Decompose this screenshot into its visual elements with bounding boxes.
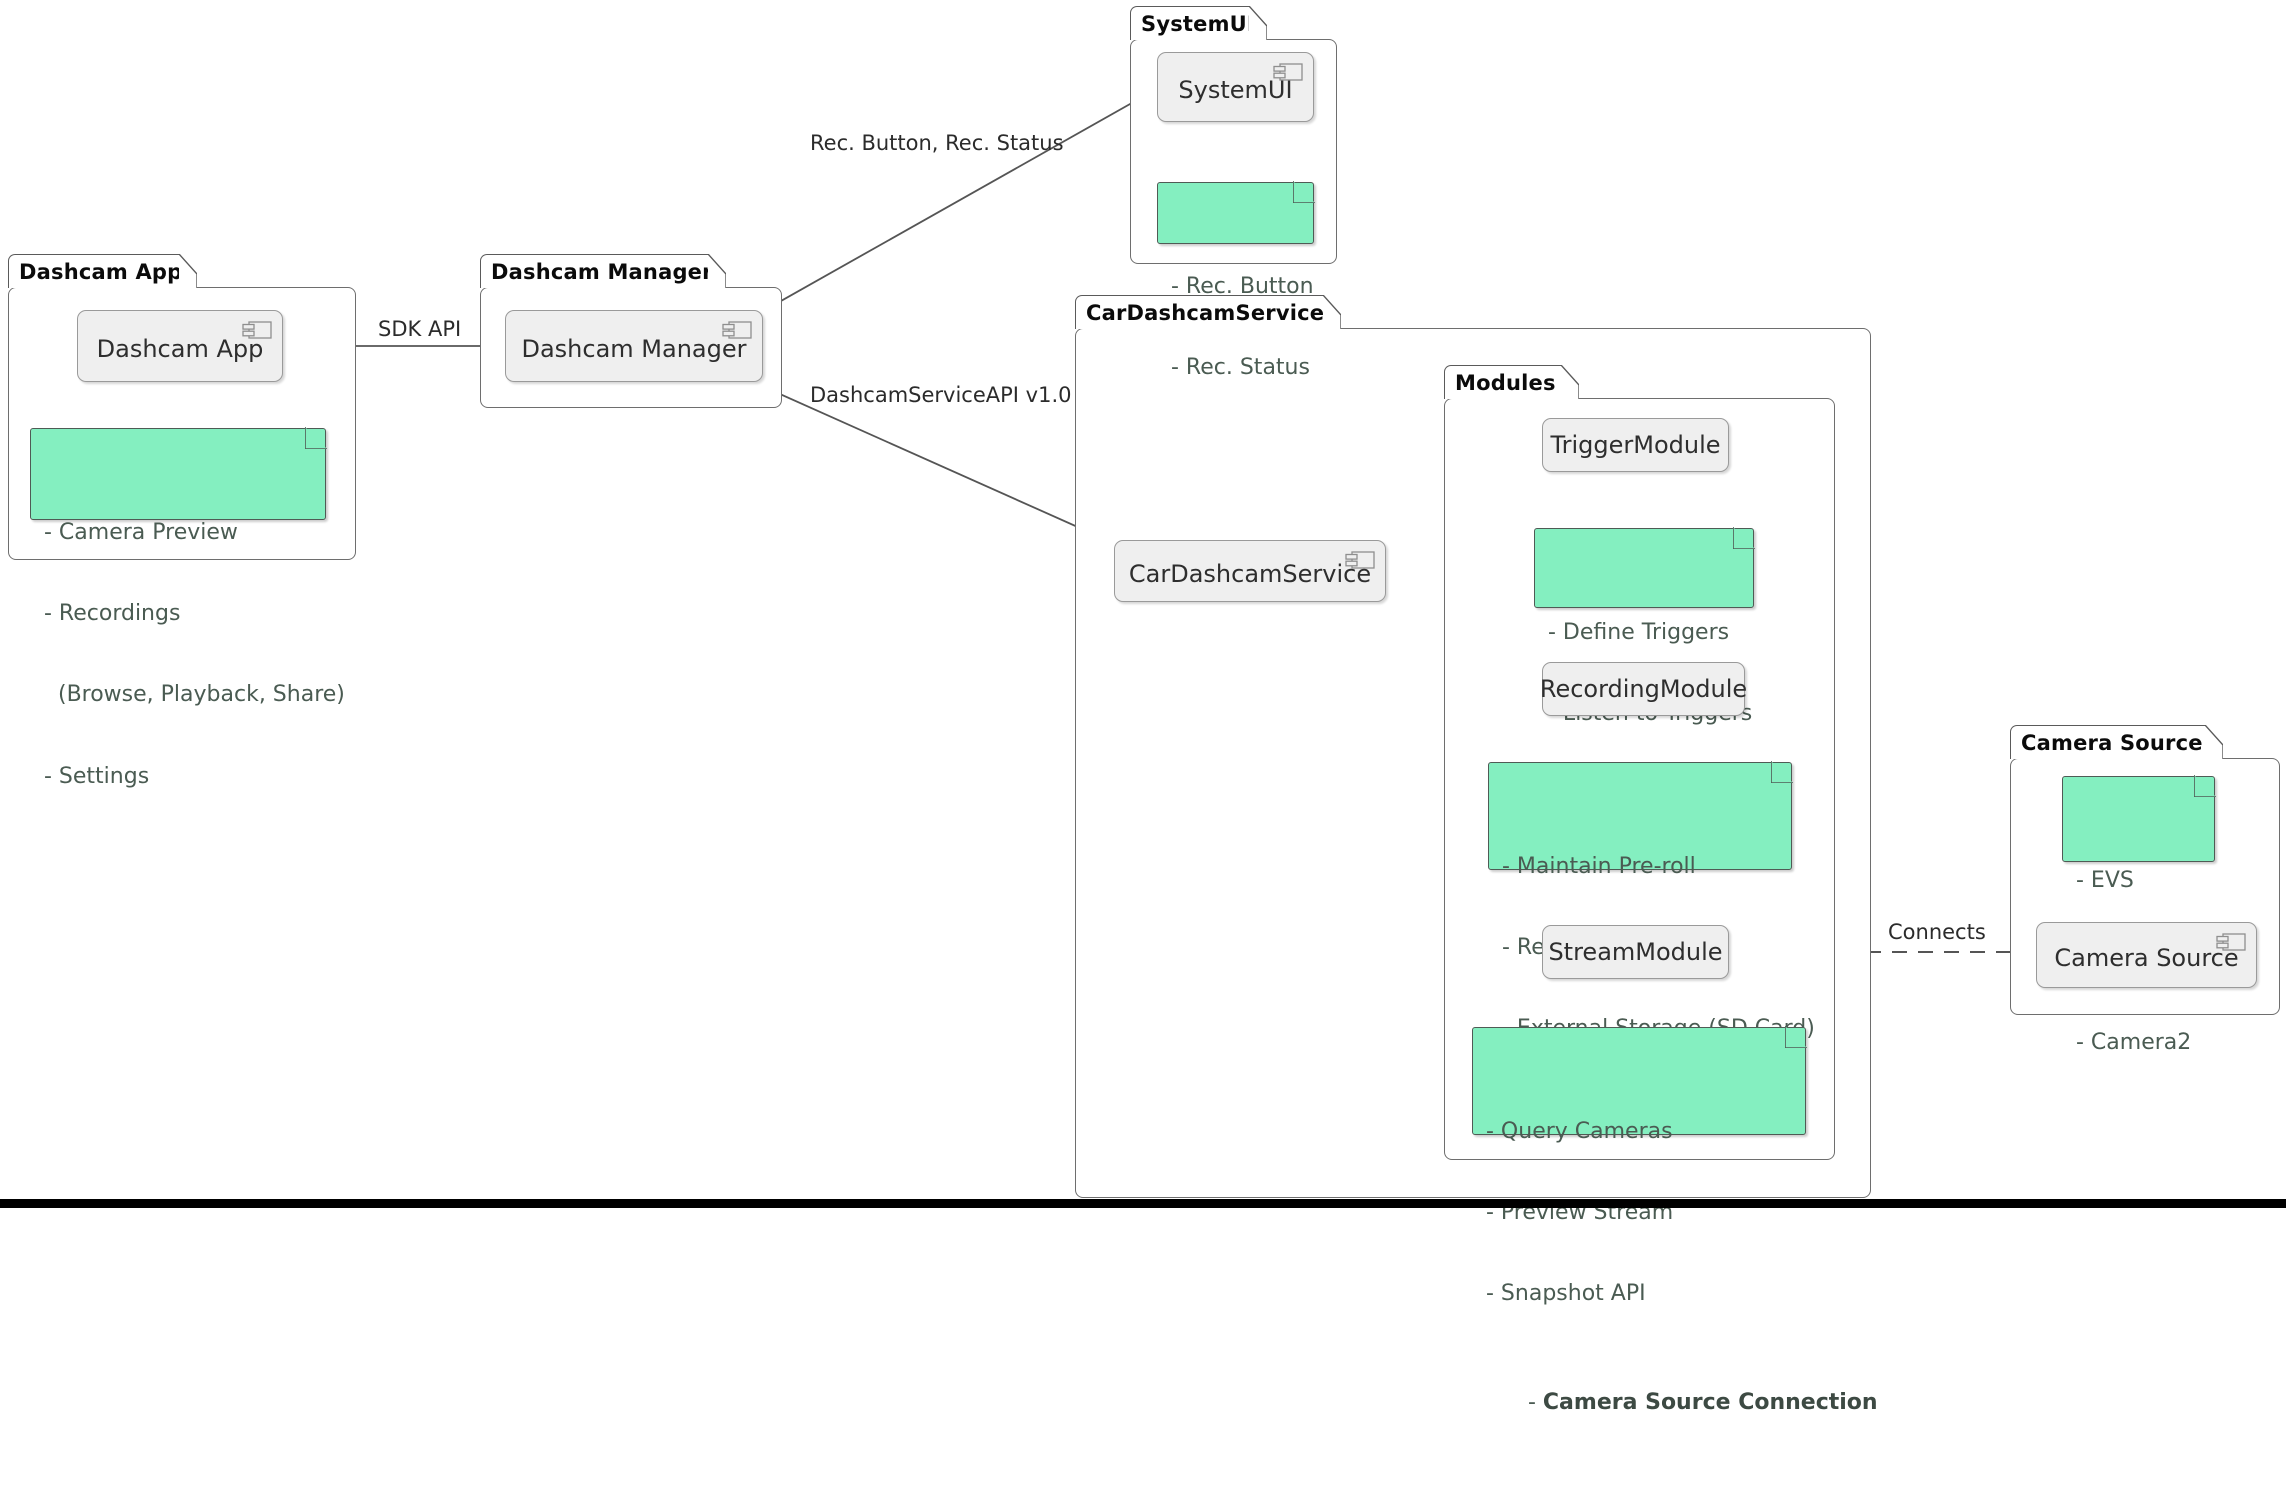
package-dashcam-app-tab-slant (179, 254, 197, 288)
note-fold-icon (1784, 1026, 1807, 1049)
component-dashcam-manager[interactable]: Dashcam Manager (505, 310, 763, 382)
note-recording-module: - Maintain Pre-roll - Record on Trigger … (1488, 761, 1815, 1123)
component-recording-module[interactable]: RecordingModule (1539, 662, 1748, 716)
note-systemui-line-2: - Rec. Status (1171, 355, 1310, 381)
package-systemui-tab-slant (1249, 6, 1267, 40)
package-systemui-label: SystemUI (1141, 11, 1255, 36)
edge-label-connects: Connects (1888, 920, 1986, 944)
component-icon (1345, 551, 1375, 569)
package-dashcam-manager-tab: Dashcam Manager (480, 254, 712, 288)
component-stream-module[interactable]: StreamModule (1542, 925, 1729, 979)
package-systemui-tab: SystemUI (1130, 6, 1255, 40)
package-dashcam-manager-label: Dashcam Manager (491, 259, 713, 284)
note-dashcam-app-line-1: - Camera Preview (44, 520, 238, 546)
note-systemui: - Rec. Button - Rec. Status (1157, 181, 1315, 380)
component-icon (2216, 933, 2246, 951)
component-dashcam-app-label: Dashcam App (96, 335, 264, 363)
note-dashcam-app: - Camera Preview - Recordings (Browse, P… (30, 427, 345, 789)
edge-label-dashcam-service-api: DashcamServiceAPI v1.0 (810, 383, 1072, 407)
note-dashcam-app-line-2: - Recordings (44, 601, 181, 627)
component-dashcam-manager-label: Dashcam Manager (521, 335, 747, 363)
note-recording-module-line-1: - Maintain Pre-roll (1502, 854, 1696, 880)
component-systemui-label: SystemUI (1178, 76, 1293, 104)
note-systemui-line-1: - Rec. Button (1171, 274, 1314, 300)
component-cardashcamservice-label: CarDashcamService (1128, 560, 1372, 588)
note-stream-module-line-4-bold: Camera Source Connection (1542, 1389, 1878, 1415)
note-fold-icon (1292, 181, 1315, 204)
diagram-canvas: Dashcam App Dashcam App - Camera Preview… (0, 6, 2286, 1415)
package-modules-tab: Modules (1444, 365, 1562, 399)
component-systemui[interactable]: SystemUI (1157, 52, 1314, 122)
note-trigger-module: - Define Triggers - Listen to Triggers -… (1534, 527, 1755, 807)
note-camera-source: - EVS - Perception - Camera2 (2062, 775, 2216, 1055)
package-modules-label: Modules (1455, 370, 1556, 395)
note-camera-source-line-3: - Camera2 (2076, 1030, 2192, 1056)
edge-label-rec-button-status: Rec. Button, Rec. Status (810, 131, 1064, 155)
component-icon (722, 321, 752, 339)
component-trigger-module-label: TriggerModule (1550, 431, 1721, 459)
component-dashcam-app[interactable]: Dashcam App (77, 310, 283, 382)
package-dashcam-app-tab: Dashcam App (8, 254, 183, 288)
component-stream-module-label: StreamModule (1548, 938, 1723, 966)
component-recording-module-label: RecordingModule (1539, 675, 1748, 703)
note-stream-module-line-3: - Snapshot API (1486, 1281, 1646, 1307)
note-trigger-module-line-1: - Define Triggers (1548, 620, 1730, 646)
package-dashcam-app-label: Dashcam App (19, 259, 183, 284)
package-camera-source-tab-slant (2205, 725, 2223, 759)
note-fold-icon (1732, 527, 1755, 550)
note-fold-icon (1770, 761, 1793, 784)
note-fold-icon (2193, 775, 2216, 798)
note-stream-module: - Query Cameras - Preview Stream - Snaps… (1472, 1026, 1878, 1415)
note-stream-module-line-1: - Query Cameras (1486, 1119, 1673, 1145)
note-stream-module-line-4-prefix: - (1527, 1389, 1543, 1415)
component-trigger-module[interactable]: TriggerModule (1542, 418, 1729, 472)
bottom-bar (0, 1199, 2286, 1208)
note-dashcam-app-line-3: (Browse, Playback, Share) (44, 682, 345, 708)
package-cardashcamservice-tab-slant (1323, 295, 1341, 329)
edge-label-sdk-api: SDK API (378, 317, 462, 341)
package-modules-tab-slant (1561, 365, 1579, 399)
note-camera-source-line-1: - EVS (2076, 868, 2134, 894)
note-dashcam-app-line-4: - Settings (44, 763, 150, 789)
edge-rec-button-status (741, 94, 1147, 324)
package-camera-source-tab: Camera Source (2010, 725, 2206, 759)
package-dashcam-manager-tab-slant (708, 254, 726, 288)
component-icon (1273, 63, 1303, 81)
package-camera-source-label: Camera Source (2021, 730, 2203, 755)
component-cardashcamservice[interactable]: CarDashcamService (1114, 540, 1386, 602)
component-camera-source[interactable]: Camera Source (2036, 922, 2257, 988)
note-fold-icon (304, 427, 327, 450)
component-camera-source-label: Camera Source (2054, 944, 2239, 972)
note-stream-module-line-4-row: - Camera Source Connection (1486, 1362, 1878, 1443)
component-icon (242, 321, 272, 339)
